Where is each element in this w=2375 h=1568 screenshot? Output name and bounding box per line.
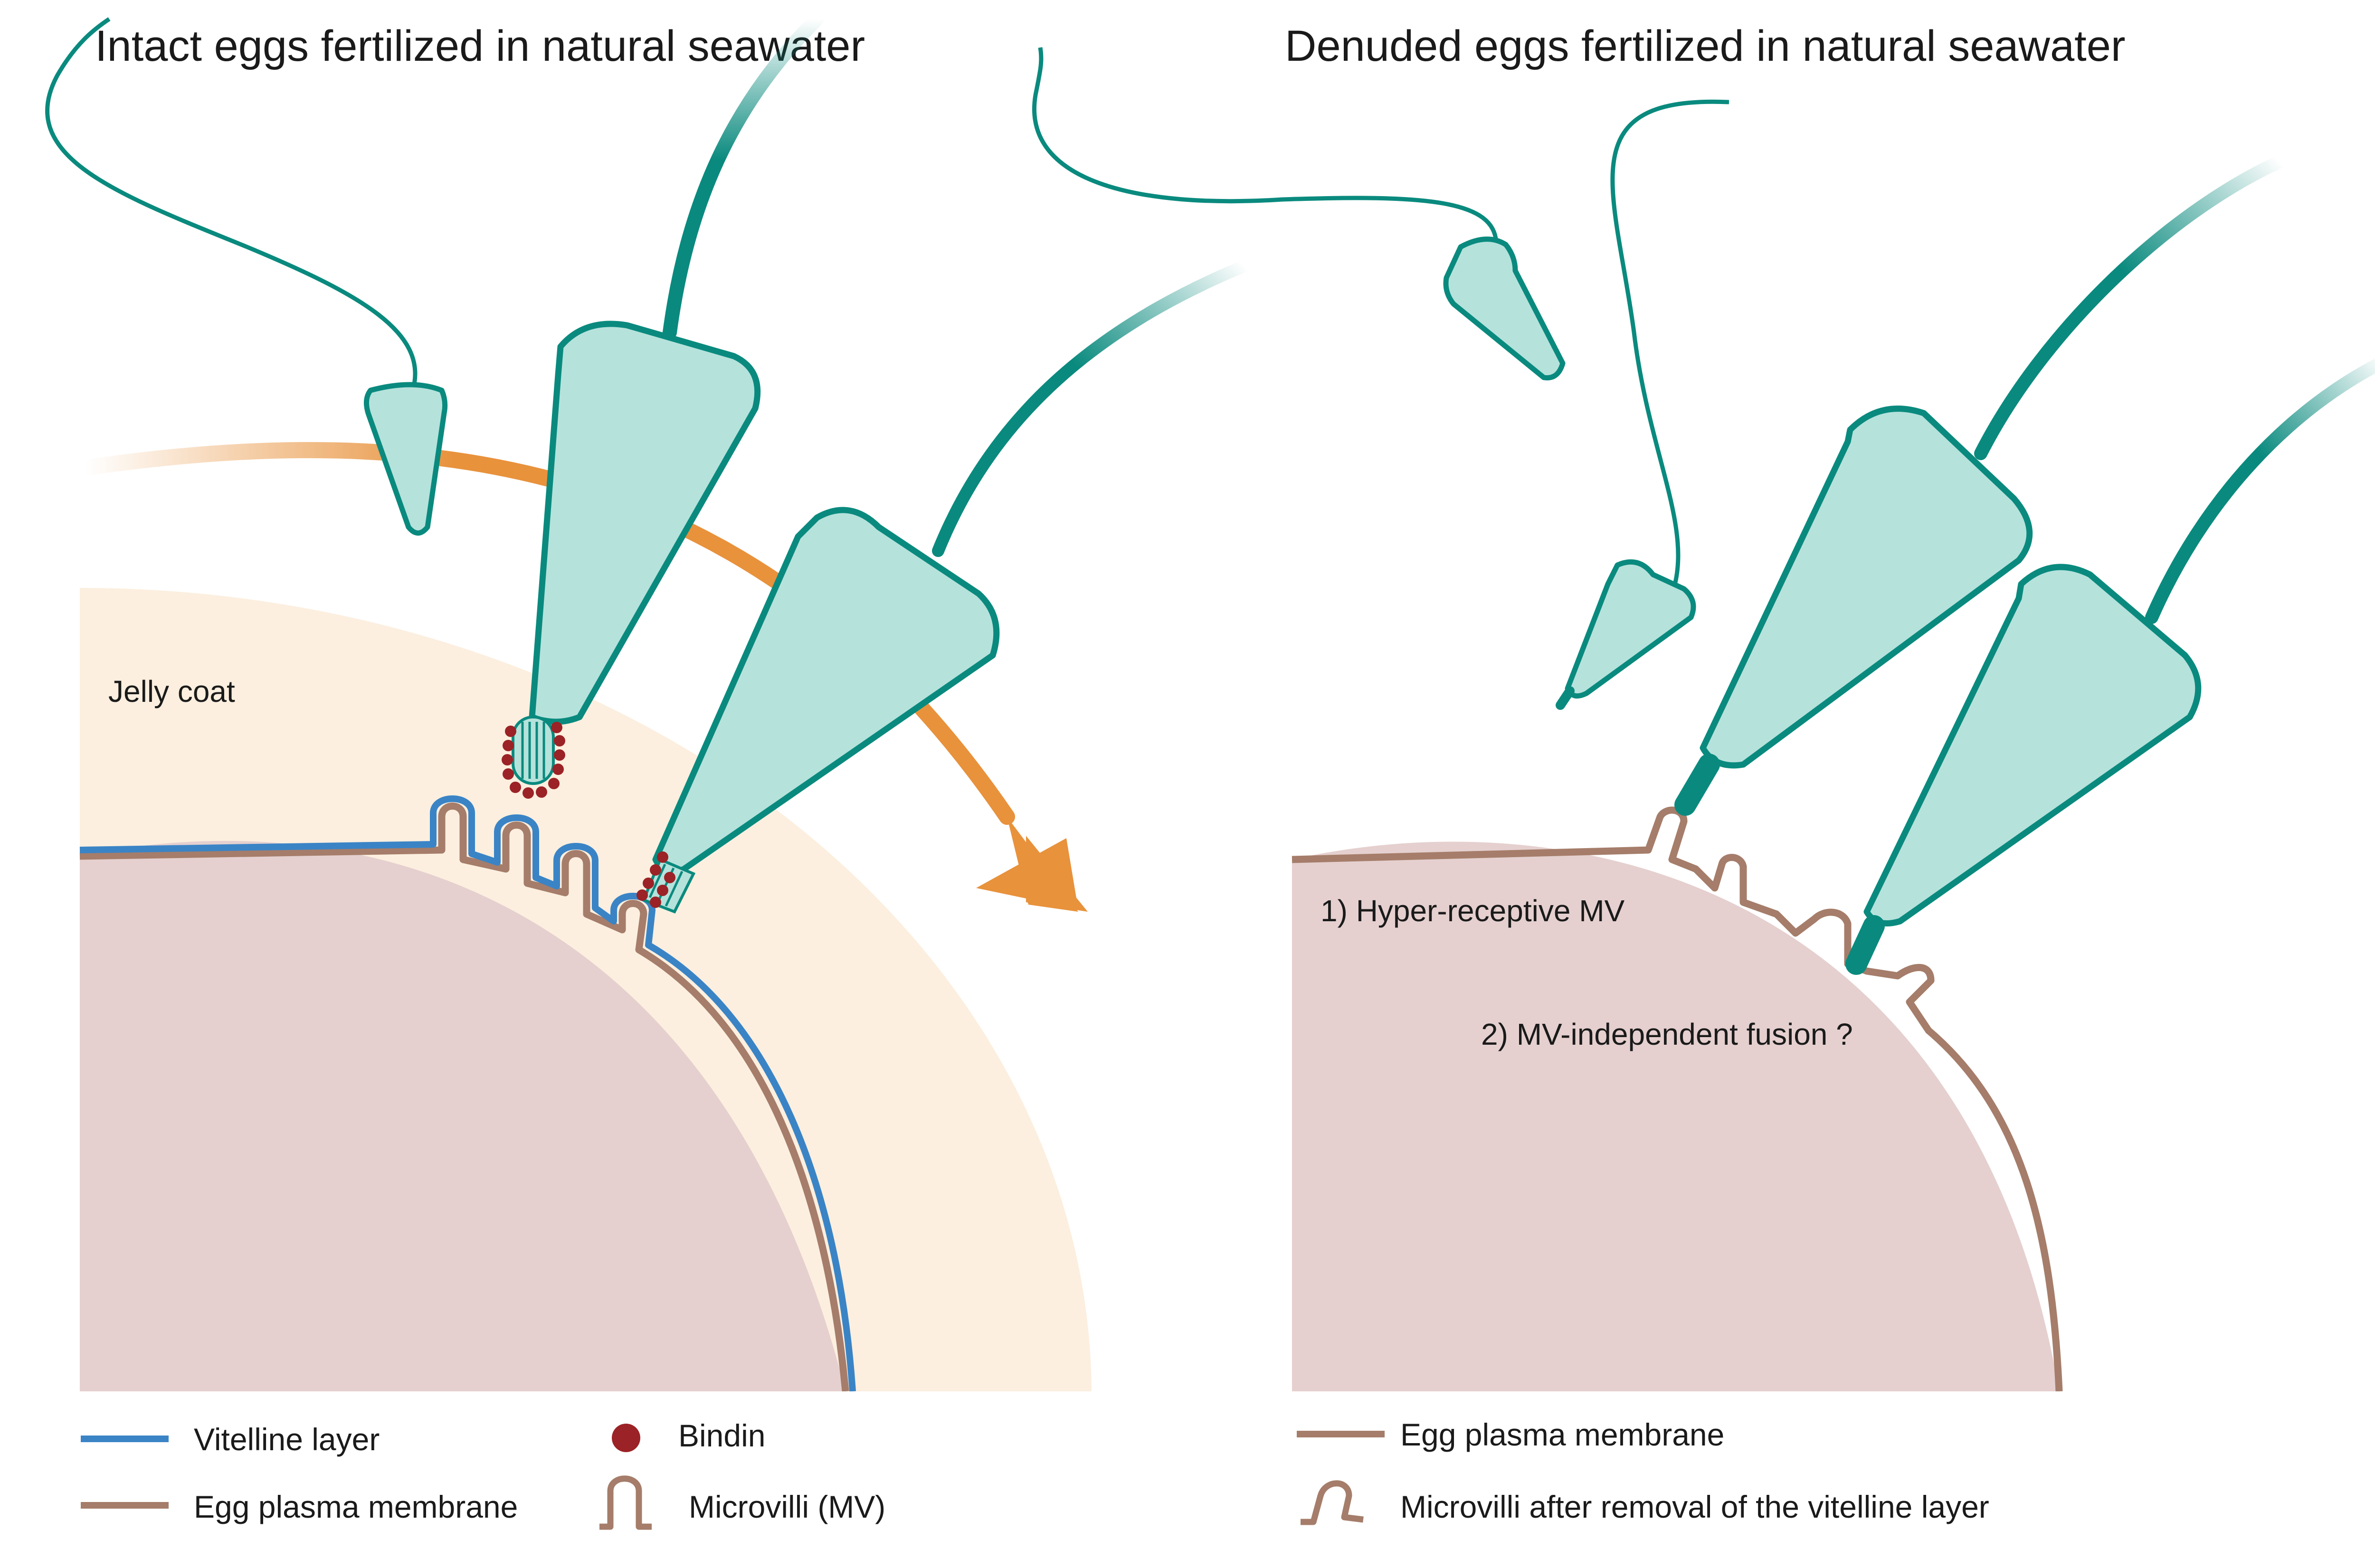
left-legend: Vitelline layer Egg plasma membrane Bind… bbox=[81, 1418, 885, 1530]
sperm-b bbox=[502, 12, 824, 799]
egg-plasma-membrane bbox=[79, 803, 849, 1391]
sperm-e-tail bbox=[1610, 99, 1729, 587]
sperm-b-head bbox=[529, 321, 761, 725]
sperm-c-head bbox=[652, 507, 1000, 876]
right-legend: Egg plasma membrane Microvilli after rem… bbox=[1297, 1417, 1989, 1525]
sperm-c bbox=[636, 260, 1251, 914]
denuded-egg-cytoplasm bbox=[1292, 841, 2059, 1391]
legend-denuded-membrane: Egg plasma membrane bbox=[1400, 1417, 1724, 1452]
sperm-g-acrosome bbox=[1845, 915, 1885, 975]
legend-vitelline: Vitelline layer bbox=[194, 1422, 380, 1457]
legend-bindin: Bindin bbox=[678, 1418, 765, 1453]
vitelline-layer bbox=[79, 795, 856, 1391]
sperm-d-head bbox=[1443, 236, 1566, 381]
sperm-a-tail bbox=[45, 17, 418, 389]
left-egg bbox=[79, 588, 1092, 1391]
sperm-b-tail bbox=[663, 12, 824, 340]
red-dot-icon bbox=[612, 1424, 640, 1452]
sperm-f-acrosome bbox=[1674, 754, 1720, 816]
legend-microvilli: Microvilli (MV) bbox=[689, 1489, 885, 1524]
sperm-d-tail bbox=[1032, 47, 1499, 245]
sperm-a bbox=[45, 17, 448, 536]
bindin-cluster-b bbox=[502, 722, 565, 799]
sperm-g bbox=[1845, 359, 2375, 975]
sperm-d bbox=[1032, 47, 1566, 381]
microvillus-shape-icon bbox=[599, 1475, 652, 1530]
egg-cytoplasm bbox=[80, 841, 846, 1391]
hyper-receptive-label: 1) Hyper-receptive MV bbox=[1320, 894, 1625, 928]
left-panel: Intact eggs fertilized in natural seawat… bbox=[45, 12, 1251, 1530]
mv-independent-label: 2) MV-independent fusion ? bbox=[1481, 1017, 1853, 1051]
sperm-c-tail bbox=[932, 260, 1251, 557]
sperm-f bbox=[1674, 155, 2287, 816]
legend-membrane: Egg plasma membrane bbox=[194, 1489, 518, 1524]
right-title: Denuded eggs fertilized in natural seawa… bbox=[1285, 22, 2126, 70]
jelly-coat-label: Jelly coat bbox=[108, 674, 235, 708]
sperm-a-head bbox=[363, 382, 448, 536]
microvillus-after-removal-icon bbox=[1301, 1480, 1364, 1525]
sperm-e-head bbox=[1565, 559, 1696, 699]
denuded-egg-membrane bbox=[1292, 806, 2063, 1391]
bindin-cluster-c bbox=[636, 851, 675, 908]
sperm-e bbox=[1556, 99, 1729, 710]
sperm-g-tail bbox=[2145, 359, 2375, 624]
sperm-b-acrosome bbox=[512, 716, 555, 785]
right-egg bbox=[1292, 806, 2063, 1391]
legend-microvilli-after-removal: Microvilli after removal of the vitellin… bbox=[1400, 1489, 1989, 1524]
sperm-f-tail bbox=[1974, 155, 2287, 460]
sperm-e-acrosome bbox=[1556, 686, 1575, 710]
right-panel: Denuded eggs fertilized in natural seawa… bbox=[1032, 22, 2375, 1525]
left-title: Intact eggs fertilized in natural seawat… bbox=[95, 22, 865, 70]
